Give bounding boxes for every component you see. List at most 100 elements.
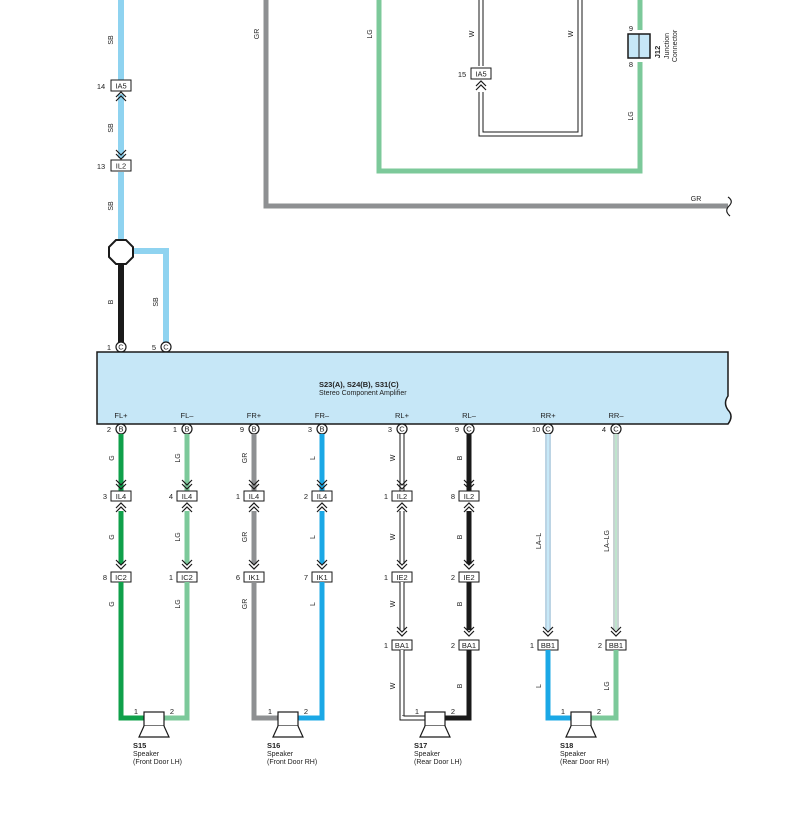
speaker-wire-right	[162, 715, 190, 721]
w-wire	[478, 0, 583, 137]
amp-pin-number: 2	[107, 425, 111, 434]
gr-label-right: GR	[691, 196, 702, 203]
connector-c1-name: IL4	[116, 492, 126, 501]
speaker-wire-left	[118, 715, 146, 721]
amp-pin-name: FR–	[315, 411, 330, 420]
connector-c1-name: IL4	[249, 492, 259, 501]
wire-color-label: L	[310, 535, 317, 539]
wire-color-label: B	[457, 534, 464, 539]
amp-pin-letter: C	[399, 425, 405, 434]
connector-c1-name: IL4	[317, 492, 327, 501]
connector-chevron-up	[115, 502, 127, 513]
sb-wire-label-2: SB	[108, 123, 115, 133]
connector-name: IA5	[115, 82, 126, 91]
speaker-id: S15	[133, 741, 146, 750]
connector-chevron-up	[248, 502, 260, 513]
speaker-wire-left-core	[400, 716, 427, 720]
wire-color-label: W	[390, 533, 397, 540]
speaker-cone	[565, 725, 597, 738]
connector-pin: 15	[458, 70, 466, 79]
wire-color-label: GR	[242, 453, 249, 464]
pin-connector-letter: C	[118, 343, 124, 352]
speaker-magnet	[424, 711, 446, 727]
wire-color-label: W	[390, 454, 397, 461]
amp-pin-letter: C	[545, 425, 551, 434]
connector-chevron-down	[316, 479, 328, 490]
connector-c1-pin: 4	[169, 492, 173, 501]
connector-c1-name: IL4	[182, 492, 192, 501]
gr-wire	[263, 0, 732, 217]
connector-c1-pin: 1	[236, 492, 240, 501]
splice-point	[108, 239, 134, 265]
connector-c1-box	[110, 490, 132, 502]
connector-c1-pin: 3	[103, 492, 107, 501]
speaker-location: (Rear Door LH)	[414, 759, 462, 766]
connector-pin: 13	[97, 162, 105, 171]
speaker-wire-right	[296, 715, 325, 721]
connector-c2-name: IC2	[181, 573, 193, 582]
sb-wire-label-1: SB	[108, 35, 115, 45]
j12-pin-bottom: 8	[629, 60, 633, 69]
speaker-location: (Rear Door RH)	[560, 759, 609, 766]
connector-c2-name: IK1	[248, 573, 259, 582]
speaker-name: Speaker	[267, 751, 294, 758]
connector-ia5-left: IA5 14	[97, 79, 132, 102]
speaker-id: S17	[414, 741, 427, 750]
w-label-2: W	[568, 30, 575, 37]
connector-c2-pin: 7	[304, 573, 308, 582]
speaker-circuits: FL+B2IL43IC28GGGFL–B1IL44IC21LGLGLGFR+B9…	[103, 411, 627, 766]
amp-pin-letter: B	[184, 425, 189, 434]
amp-pin-name: FR+	[247, 411, 262, 420]
j12-name-1: Junction	[664, 33, 671, 59]
speaker-magnet	[143, 711, 165, 727]
connector-chevron-down	[181, 559, 193, 570]
amp-pin-name: FL–	[181, 411, 195, 420]
connector-chevron-down	[316, 559, 328, 570]
connector-pin: 14	[97, 82, 105, 91]
sb-branch-label: SB	[153, 297, 160, 307]
wire-color-label: G	[109, 534, 116, 539]
amp-pin-name: RR+	[540, 411, 556, 420]
connector-c1-pin: 1	[384, 492, 388, 501]
amp-pin-letter: B	[319, 425, 324, 434]
connector-c2-name: IE2	[463, 573, 474, 582]
wire-color-label: B	[457, 683, 464, 688]
speaker-location: (Front Door RH)	[267, 759, 317, 766]
j12-pin-top: 9	[629, 24, 633, 33]
sb-wire-label-3: SB	[108, 201, 115, 211]
connector-chevron-down	[396, 479, 408, 490]
speaker-id: S16	[267, 741, 280, 750]
connector-chevron-up	[181, 502, 193, 513]
amplifier-box	[96, 351, 732, 425]
wire-color-label: L	[536, 684, 543, 688]
connector-chevron-down	[115, 479, 127, 490]
connector-c1-box	[176, 490, 198, 502]
wire-color-label: LG	[175, 453, 182, 462]
b-wire-label: B	[108, 299, 115, 304]
connector-name: IL2	[116, 162, 126, 171]
j12-id: J12	[653, 46, 662, 59]
speaker-wire-right	[589, 715, 619, 721]
connector-chevron-down	[542, 626, 554, 637]
wire-color-label: GR	[242, 532, 249, 543]
connector-c3-pin: 2	[451, 641, 455, 650]
connector-ia5-mid: IA5 15	[458, 67, 492, 91]
pin-connector-letter: C	[163, 343, 169, 352]
amp-pin-letter: B	[251, 425, 256, 434]
lg-wire	[376, 0, 643, 174]
speaker-location: (Front Door LH)	[133, 759, 182, 766]
speaker-pin-1: 1	[268, 707, 272, 716]
amp-pin-name: RL–	[462, 411, 477, 420]
amp-pin-name: RL+	[395, 411, 410, 420]
speaker-name: Speaker	[560, 751, 587, 758]
connector-c1-pin: 2	[304, 492, 308, 501]
speaker-name: Speaker	[414, 751, 441, 758]
connector-chevron-down	[396, 626, 408, 637]
wire-color-label: L	[310, 456, 317, 460]
connector-chevron-down	[463, 626, 475, 637]
wire-color-label: LG	[175, 599, 182, 608]
speaker-name: Speaker	[133, 751, 160, 758]
speaker-pin-2: 2	[451, 707, 455, 716]
wire-color-label: LA–LG	[604, 530, 611, 552]
